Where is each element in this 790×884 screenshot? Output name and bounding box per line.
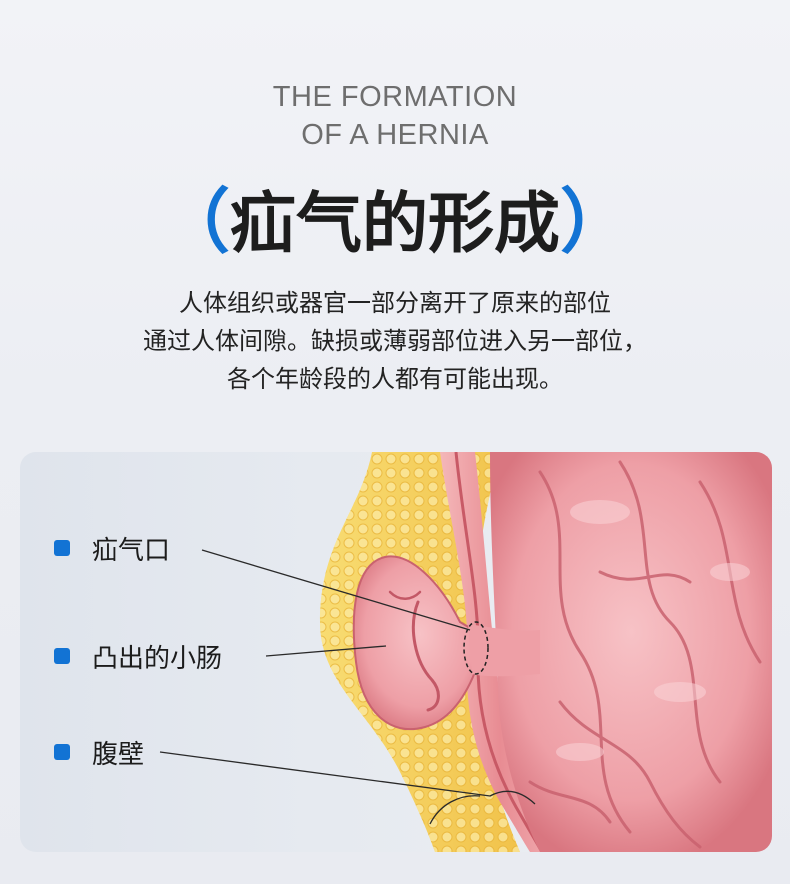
hernia-illustration [159,452,772,852]
hernia-opening-icon [463,621,489,675]
right-bracket: ） [560,181,630,263]
english-title-line-2: OF A HERNIA [301,119,489,151]
label-protruding-intestine-text: 凸出的小肠 [92,643,223,674]
bullet-square-icon [54,648,70,664]
diagram-card: 疝气口 凸出的小肠 腹壁 [20,452,772,852]
label-protruding-intestine: 凸出的小肠 [54,638,222,674]
label-abdominal-wall: 腹壁 [54,734,144,770]
english-title: THE FORMATION OF A HERNIA [0,78,790,154]
label-hernia-opening: 疝气口 [54,530,170,566]
description: 人体组织或器官一部分离开了原来的部位 通过人体间隙。缺损或薄弱部位进入另一部位，… [0,284,790,398]
left-bracket: （ [160,181,230,263]
label-abdominal-wall-text: 腹壁 [92,739,145,770]
description-line-3: 各个年龄段的人都有可能出现。 [227,365,563,393]
page-title-text: 疝气的形成 [230,185,560,262]
bullet-square-icon [54,540,70,556]
english-title-line-1: THE FORMATION [272,81,518,113]
description-line-2: 通过人体间隙。缺损或薄弱部位进入另一部位， [143,327,647,355]
bullet-square-icon [54,744,70,760]
description-line-1: 人体组织或器官一部分离开了原来的部位 [179,289,611,317]
page-title: （疝气的形成） [0,176,790,268]
label-hernia-opening-text: 疝气口 [92,535,171,566]
